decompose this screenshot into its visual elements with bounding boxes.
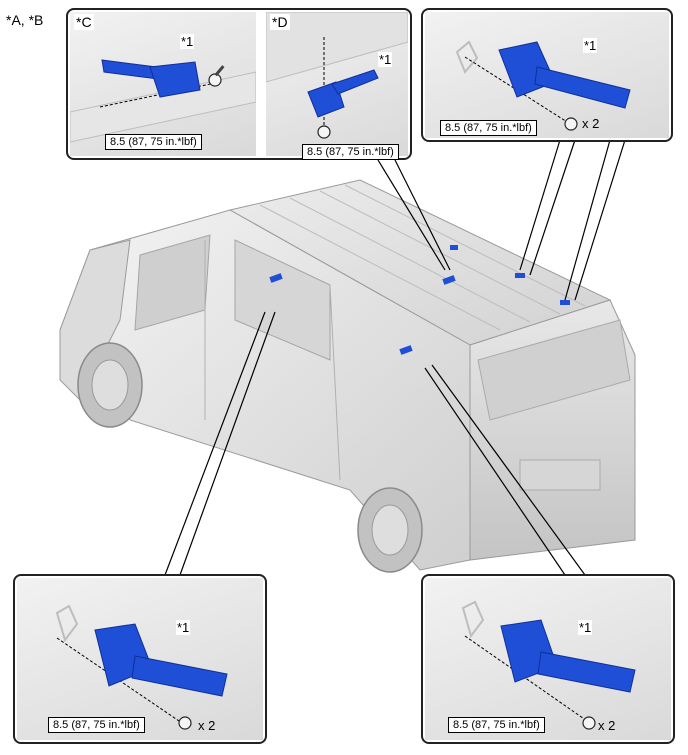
inset-d-tag: *D (270, 14, 290, 30)
leader-top-right-1 (519, 139, 561, 271)
inset-bottom-right-bracket (500, 619, 636, 693)
view-label: *A, *B (6, 12, 44, 28)
leader-c-d (377, 159, 446, 271)
van-bracket-3 (442, 275, 456, 285)
inset-bottom-left-torque-spec: 8.5 (87, 75 in.*lbf) (48, 717, 145, 733)
inset-c-bolt (208, 65, 225, 87)
inset-top-right-torque-spec: 8.5 (87, 75 in.*lbf) (440, 120, 537, 136)
leader-bottom-right (424, 367, 566, 576)
inset-top-right-bracket (498, 41, 631, 109)
van-bracket-4 (450, 245, 458, 250)
inset-c-tag: *C (74, 14, 94, 30)
inset-bottom-right-photo (425, 578, 671, 740)
inset-d-callout: *1 (378, 52, 393, 67)
inset-bottom-right-bolt (582, 716, 596, 730)
leader-bottom-left (164, 311, 266, 576)
door-line-2 (329, 284, 341, 481)
leader-lines (164, 139, 626, 576)
inset-c-torque-spec: 8.5 (87, 75 in.*lbf) (105, 134, 202, 150)
inset-bottom-left-qty: x 2 (198, 718, 216, 733)
inset-d-torque-spec: 8.5 (87, 75 in.*lbf) (302, 144, 399, 160)
inset-c-photo (70, 12, 256, 156)
inset-c-callout: *1 (180, 34, 195, 49)
inset-top-right-photo (425, 12, 669, 138)
inset-d-bolt (317, 125, 331, 139)
leader-top-right-2 (564, 139, 611, 301)
inset-bottom-left-bolt (178, 716, 192, 730)
inset-d-photo (266, 12, 408, 156)
van-front (59, 239, 131, 401)
van-bracket-1 (269, 273, 283, 283)
inset-top-right-qty: x 2 (582, 116, 600, 131)
inset-top-right-callout: *1 (583, 38, 598, 53)
rear-window (477, 319, 631, 421)
van-bracket-5 (515, 273, 525, 278)
inset-bottom-right-qty: x 2 (598, 718, 616, 733)
van-bracket-6 (560, 300, 570, 305)
inset-c-bracket (101, 59, 201, 98)
inset-bottom-left-bracket (94, 623, 228, 697)
rear-plate (519, 459, 601, 491)
inset-d-bracket (307, 69, 379, 118)
inset-bottom-left-photo (17, 578, 263, 740)
roof-ribs (259, 184, 586, 331)
van-bracket-2 (399, 345, 413, 355)
inset-bottom-right-callout: *1 (578, 620, 593, 635)
van-brackets (269, 245, 570, 355)
inset-bottom-right-torque-spec: 8.5 (87, 75 in.*lbf) (448, 717, 545, 733)
inset-bottom-left-callout: *1 (176, 620, 191, 635)
inset-top-right-bolt (564, 117, 578, 131)
